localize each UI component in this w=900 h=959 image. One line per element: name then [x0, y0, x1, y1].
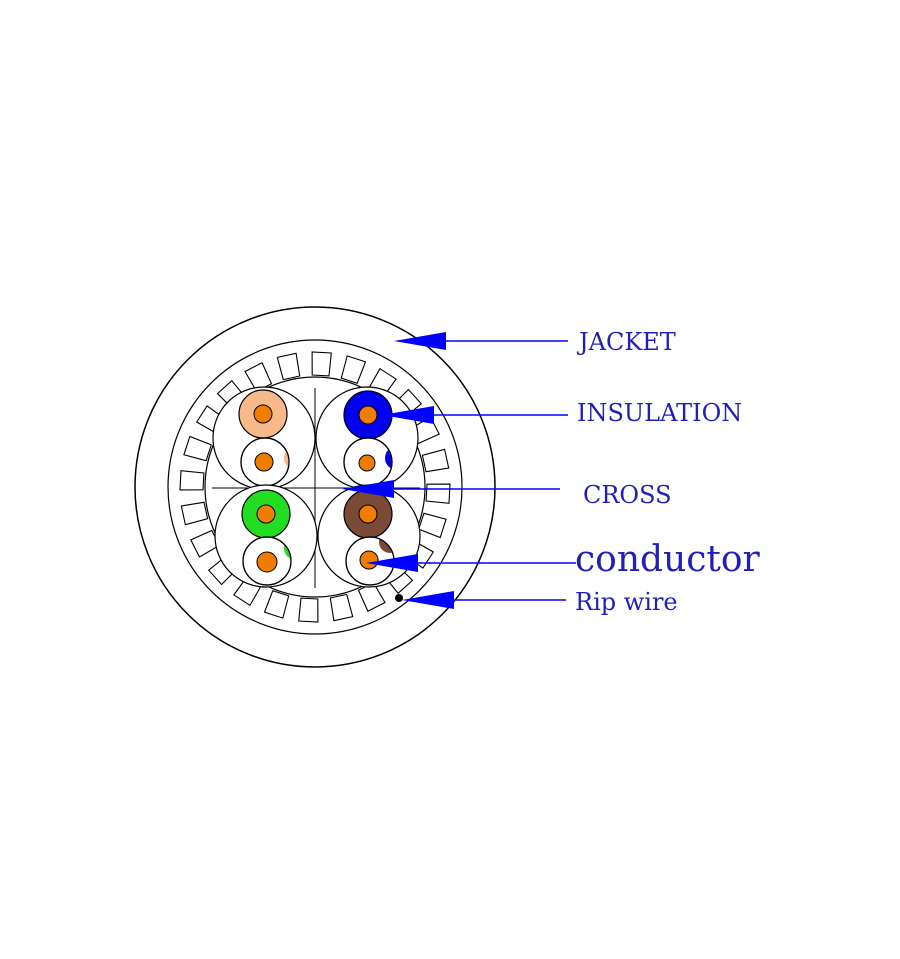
pair-green-white-conductor: [256, 551, 278, 573]
shield-tooth: [421, 448, 450, 473]
leader-jacket-arrowhead: [394, 332, 446, 350]
shield-tooth: [425, 483, 451, 504]
label-cross: CROSS: [583, 481, 672, 509]
shield-tooth: [190, 529, 221, 558]
pair-green-conductor: [256, 504, 276, 524]
shield-tooth: [179, 470, 205, 491]
pair-blue: [315, 386, 419, 490]
shield-tooth: [276, 352, 301, 381]
rip-wire-dot: [395, 594, 403, 602]
leader-insulation-arrowhead: [382, 406, 434, 424]
shield-tooth: [357, 581, 386, 612]
label-insulation: INSULATION: [577, 399, 742, 427]
pair-green: [214, 484, 318, 588]
leader-conductor-arrowhead: [366, 554, 418, 572]
leader-conductor: [366, 554, 576, 572]
pair-blue-white-conductor: [358, 454, 376, 472]
shield-tooth: [183, 435, 212, 462]
label-conductor: conductor: [575, 539, 761, 580]
leader-cross: [342, 480, 560, 498]
leader-rip-wire: [402, 591, 566, 609]
leader-rip-wire-arrowhead: [402, 591, 454, 609]
leader-cross-arrowhead: [342, 480, 394, 498]
shield-outer-circle: [167, 339, 463, 635]
shield-tooth: [298, 597, 319, 623]
pair-orange-white-conductor: [254, 452, 274, 472]
shield-tooth: [340, 355, 367, 384]
pair-green-white-outline: [242, 536, 292, 586]
pair-brown-white-conductor: [359, 550, 379, 570]
shield-tooth: [244, 362, 273, 393]
pair-blue-conductor: [358, 405, 378, 425]
leader-jacket: [394, 332, 568, 350]
leader-insulation: [382, 406, 568, 424]
pair-brown-conductor: [358, 504, 378, 524]
shield-tooth: [418, 512, 447, 539]
shield-tooth: [180, 501, 209, 526]
shield-tooth: [311, 351, 332, 377]
pair-brown: [317, 484, 421, 588]
label-jacket: JACKET: [576, 328, 676, 356]
label-rip-wire: Rip wire: [575, 588, 678, 616]
shield-tooth: [329, 593, 354, 622]
pair-orange: [212, 386, 316, 490]
shield-tooth: [263, 590, 290, 619]
pair-orange-conductor: [253, 404, 273, 424]
